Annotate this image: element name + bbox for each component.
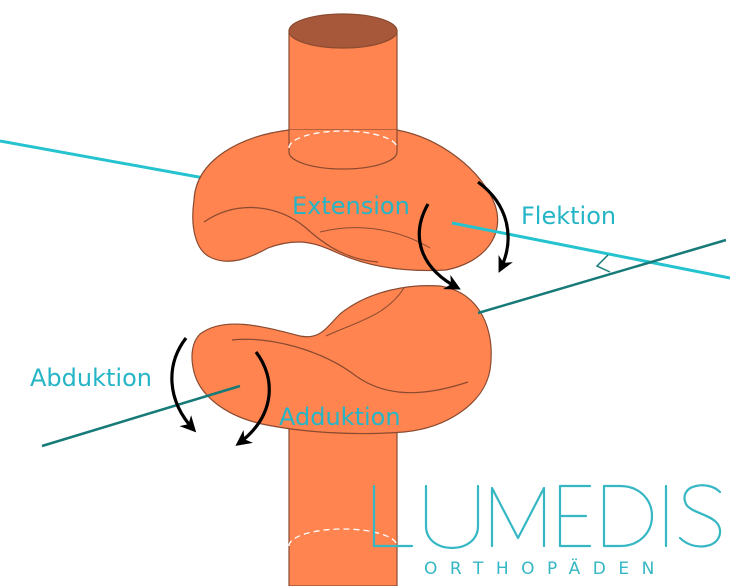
flexion-axis-left	[0, 139, 216, 182]
label-abduktion: Abduktion	[30, 364, 152, 392]
lower-saddle-bone	[191, 285, 492, 435]
extension-arrow	[417, 203, 461, 290]
logo-subtitle: ORTHOPÄDEN	[424, 559, 667, 579]
right-angle-marker	[595, 254, 611, 273]
label-adduktion: Adduktion	[279, 403, 401, 431]
lower-bone-shaft	[288, 419, 398, 586]
abduction-axis-left	[41, 384, 241, 448]
flexion-axis-right	[451, 221, 730, 280]
abduction-axis-right	[477, 238, 727, 315]
flexion-arrow	[477, 180, 513, 273]
label-flektion: Flektion	[521, 202, 617, 230]
adduction-arrow	[235, 351, 271, 446]
label-extension: Extension	[292, 192, 410, 220]
abduction-arrow	[170, 337, 197, 433]
upper-saddle-bone	[192, 129, 499, 272]
lumedis-logo	[372, 484, 722, 550]
